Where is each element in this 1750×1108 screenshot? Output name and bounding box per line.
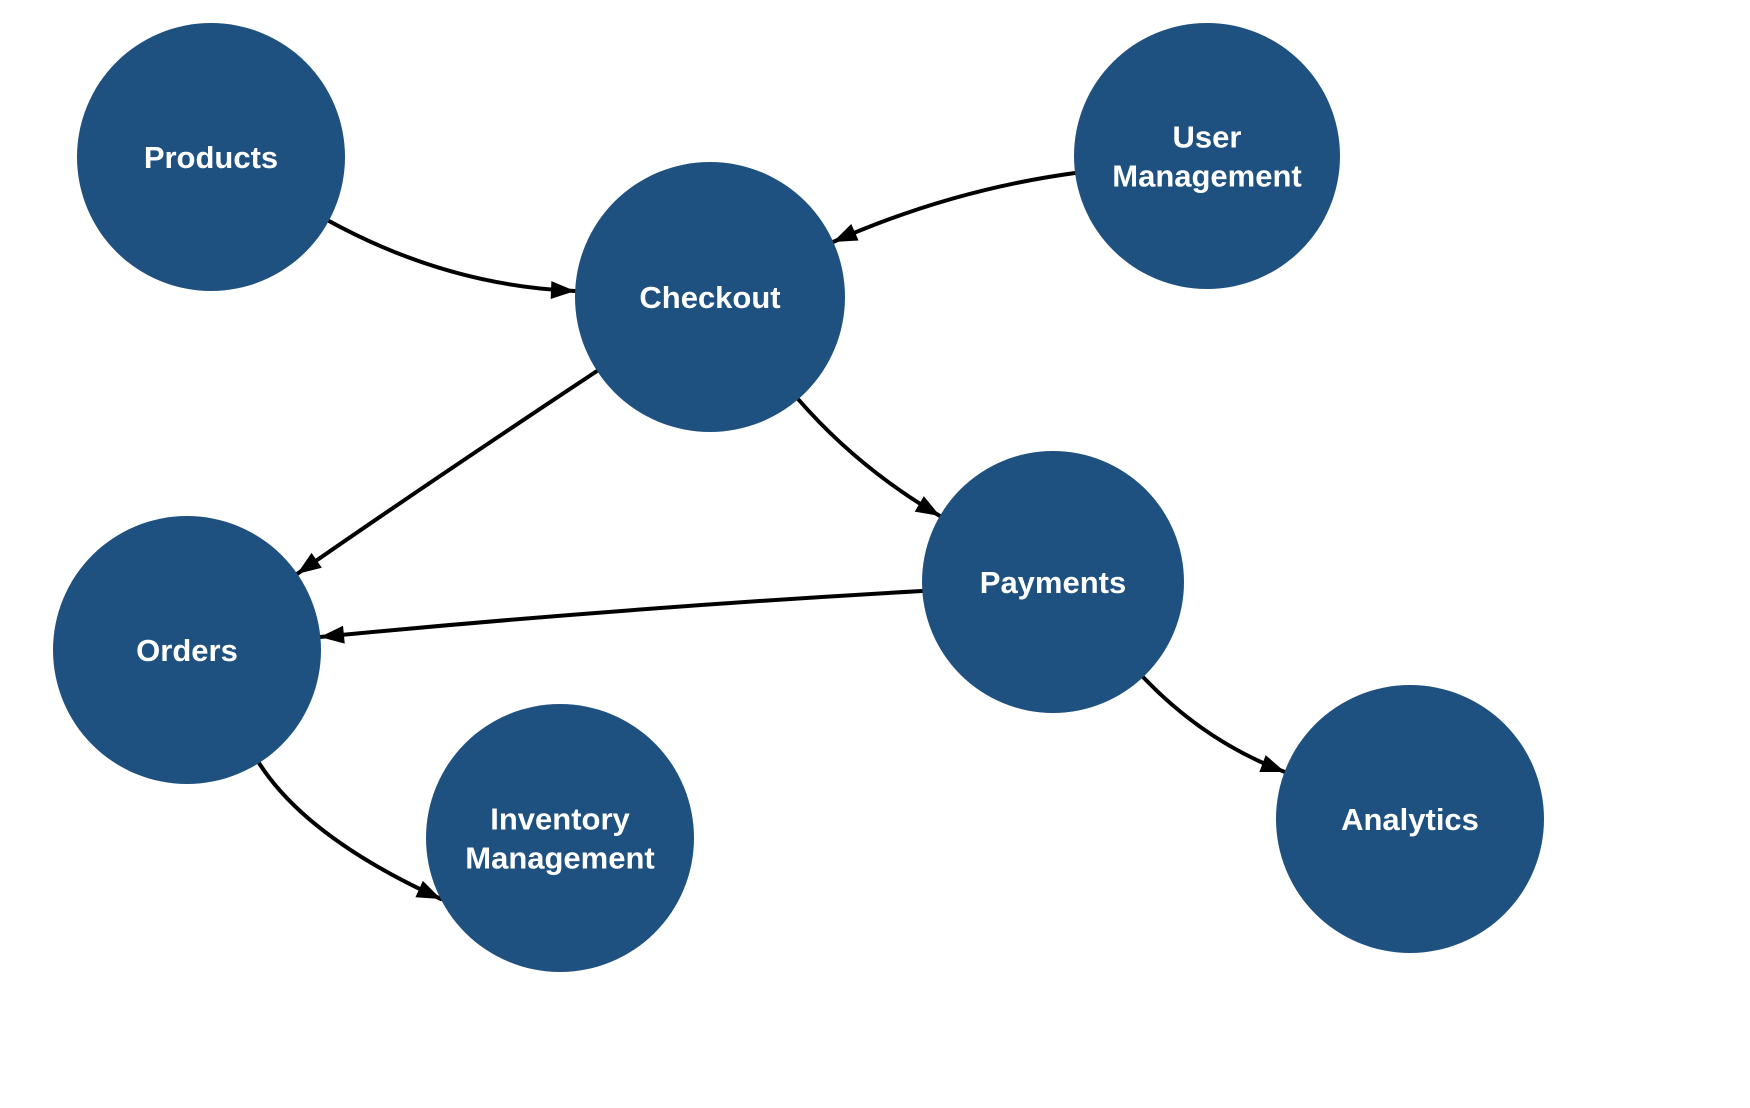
edge-user-management-to-checkout (831, 171, 1077, 244)
node-circle-payments[interactable] (922, 451, 1184, 713)
edge-payments-to-analytics (1141, 675, 1287, 774)
node-circle-orders[interactable] (53, 516, 321, 784)
node-payments[interactable]: Payments (922, 451, 1184, 713)
node-products[interactable]: Products (77, 23, 345, 291)
node-checkout[interactable]: Checkout (575, 162, 845, 432)
edge-checkout-to-payments (796, 397, 942, 518)
node-orders[interactable]: Orders (53, 516, 321, 784)
node-circle-checkout[interactable] (575, 162, 845, 432)
edge-payments-to-orders (318, 589, 924, 644)
node-circle-inventory-management[interactable] (426, 704, 694, 972)
edge-checkout-to-orders (295, 369, 599, 576)
node-analytics[interactable]: Analytics (1276, 685, 1544, 953)
node-circle-products[interactable] (77, 23, 345, 291)
edge-products-to-checkout (327, 219, 577, 300)
node-circle-analytics[interactable] (1276, 685, 1544, 953)
node-circle-user-management[interactable] (1074, 23, 1340, 289)
edge-orders-to-inventory-management (257, 761, 443, 901)
edge-layer (257, 171, 1287, 901)
